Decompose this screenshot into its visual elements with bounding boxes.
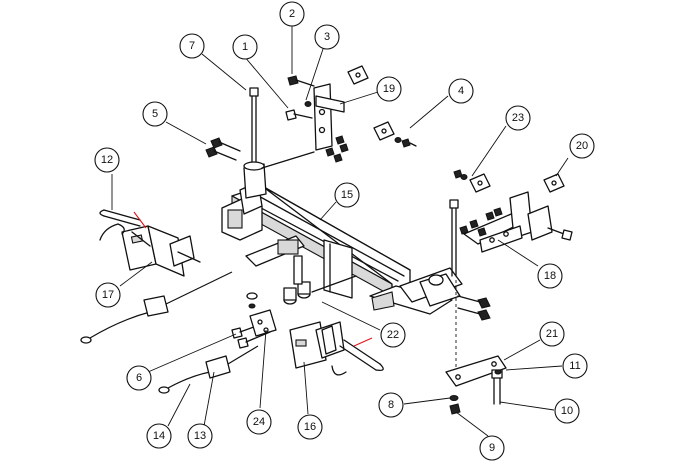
bolt-sleeve bbox=[243, 161, 267, 199]
callout-2: 2 bbox=[279, 1, 305, 27]
plate-top-19 bbox=[347, 65, 369, 85]
plate-4 bbox=[373, 121, 417, 148]
callout-label: 19 bbox=[383, 83, 395, 95]
bolt-10 bbox=[491, 369, 503, 405]
long-bolt-right bbox=[449, 199, 459, 277]
crossbar-left-end bbox=[221, 181, 263, 241]
bolts-lower-right bbox=[457, 295, 491, 321]
callout-label: 6 bbox=[136, 372, 142, 384]
callout-label: 13 bbox=[194, 430, 206, 442]
long-bolt-7 bbox=[249, 87, 259, 169]
callout-label: 1 bbox=[242, 41, 248, 53]
bolts-5 bbox=[205, 137, 241, 161]
plate-23 bbox=[453, 169, 491, 193]
callout-label: 23 bbox=[512, 112, 524, 124]
main-crossbar bbox=[231, 185, 411, 297]
callout-16: 16 bbox=[297, 414, 323, 440]
plate-24 bbox=[249, 309, 277, 337]
callout-14: 14 bbox=[146, 423, 172, 449]
nuts-bracket-18 bbox=[459, 207, 503, 237]
callout-label: 7 bbox=[189, 40, 195, 52]
callout-11: 11 bbox=[562, 353, 588, 379]
washers-stack bbox=[246, 292, 258, 309]
spacer-stack-22 bbox=[283, 255, 357, 305]
bolts-2 bbox=[287, 75, 315, 87]
bolts-6 bbox=[231, 323, 271, 349]
callout-8: 8 bbox=[378, 392, 404, 418]
callout-3: 3 bbox=[314, 24, 340, 50]
callout-17: 17 bbox=[95, 282, 121, 308]
callout-10: 10 bbox=[554, 398, 580, 424]
callout-label: 3 bbox=[324, 31, 330, 43]
callout-label: 24 bbox=[253, 416, 265, 428]
nut-9 bbox=[449, 403, 461, 415]
callout-23: 23 bbox=[505, 105, 531, 131]
callout-13: 13 bbox=[187, 423, 213, 449]
callout-label: 8 bbox=[388, 399, 394, 411]
crossbar-right-end bbox=[369, 267, 463, 315]
callout-15: 15 bbox=[334, 182, 360, 208]
callout-6: 6 bbox=[126, 365, 152, 391]
callout-label: 18 bbox=[544, 270, 556, 282]
bolt-1 bbox=[285, 109, 313, 121]
bracket-18 bbox=[463, 191, 553, 253]
callout-label: 17 bbox=[102, 289, 114, 301]
callout-19: 19 bbox=[376, 76, 402, 102]
callout-label: 14 bbox=[153, 430, 165, 442]
plate-20 bbox=[543, 173, 565, 193]
callout-label: 15 bbox=[341, 189, 353, 201]
washer-3 bbox=[304, 101, 312, 107]
callout-label: 11 bbox=[569, 360, 580, 372]
callout-label: 21 bbox=[546, 328, 558, 340]
washer-8 bbox=[449, 395, 459, 401]
callout-label: 5 bbox=[152, 108, 158, 120]
callout-4: 4 bbox=[448, 78, 474, 104]
callout-label: 22 bbox=[387, 329, 399, 341]
callout-7: 7 bbox=[179, 33, 205, 59]
callout-12: 12 bbox=[94, 147, 120, 173]
pin-lower bbox=[331, 337, 384, 376]
callout-label: 20 bbox=[576, 140, 588, 152]
callout-18: 18 bbox=[537, 263, 563, 289]
callout-5: 5 bbox=[142, 101, 168, 127]
callout-22: 22 bbox=[380, 322, 406, 348]
center-hanger bbox=[245, 235, 353, 299]
pin-12 bbox=[99, 209, 147, 241]
bracket-16 bbox=[289, 321, 345, 369]
callout-24: 24 bbox=[246, 409, 272, 435]
bracket-21 bbox=[445, 355, 507, 387]
safety-cable-lower bbox=[158, 345, 259, 394]
leader-lines bbox=[111, 22, 569, 437]
nuts-bracket-19 bbox=[261, 135, 349, 169]
callout-label: 10 bbox=[561, 405, 573, 417]
callout-label: 16 bbox=[304, 421, 316, 433]
callout-label: 4 bbox=[458, 85, 464, 97]
callout-label: 12 bbox=[101, 154, 113, 166]
callout-21: 21 bbox=[539, 321, 565, 347]
callout-20: 20 bbox=[569, 133, 595, 159]
callout-1: 1 bbox=[232, 34, 258, 60]
callout-9: 9 bbox=[479, 435, 505, 461]
safety-cable-upper bbox=[80, 271, 233, 344]
bracket-19 bbox=[313, 83, 345, 151]
bolt-right-side bbox=[547, 227, 573, 241]
callout-label: 2 bbox=[289, 8, 295, 20]
callout-label: 9 bbox=[489, 442, 495, 454]
bracket-17 bbox=[121, 225, 201, 277]
